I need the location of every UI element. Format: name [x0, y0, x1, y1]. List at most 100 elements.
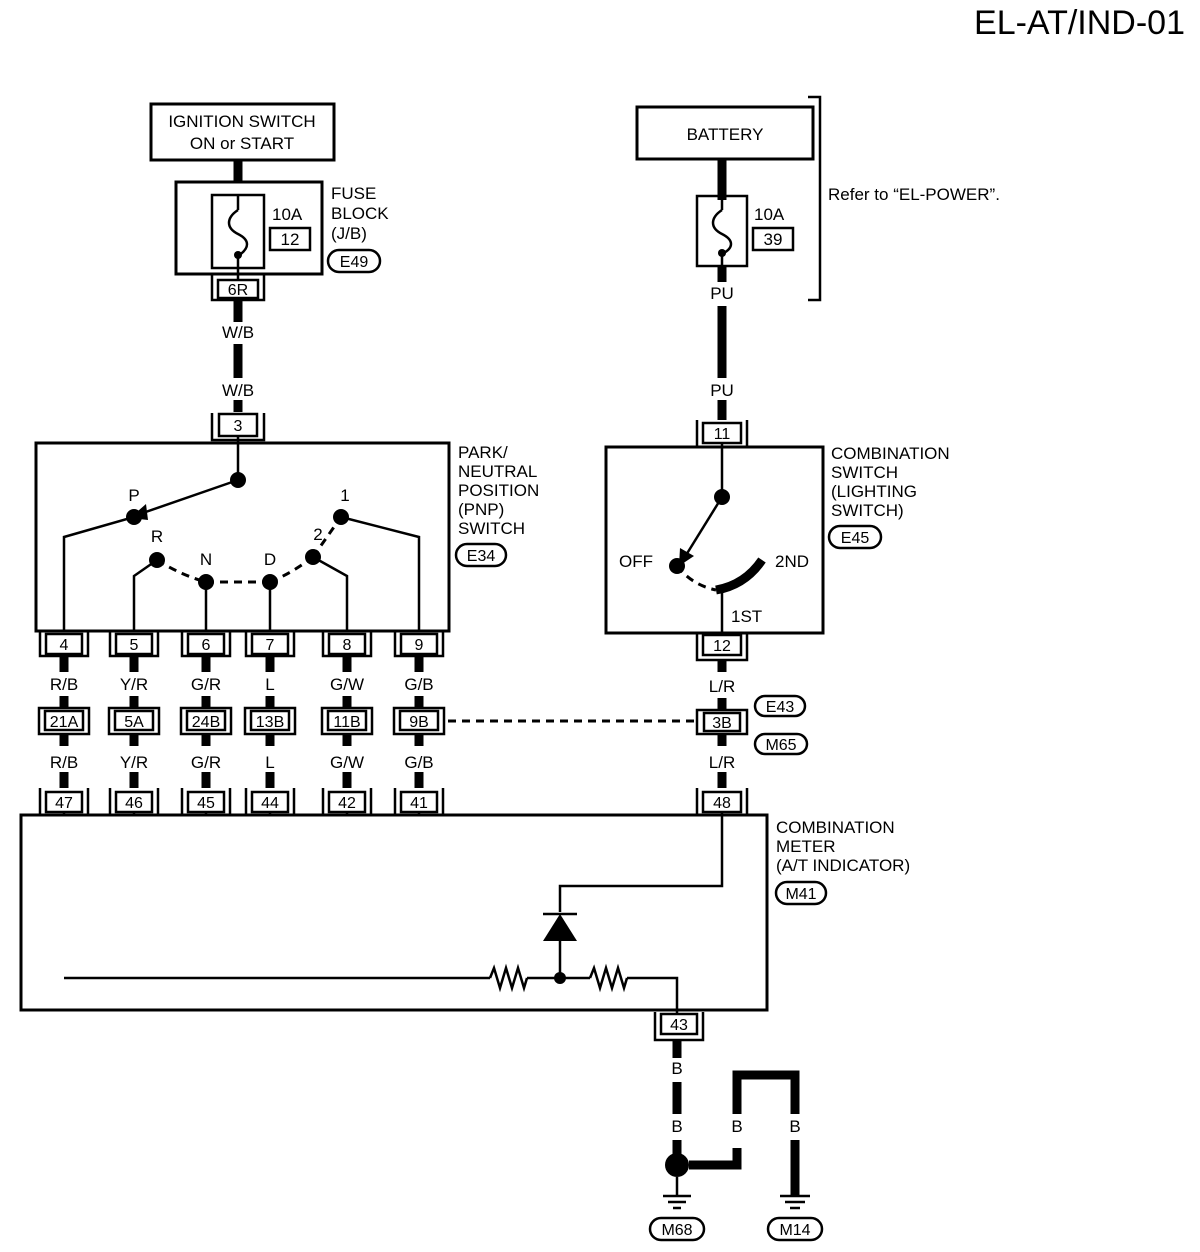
joint-3B: 3B E43 M65	[695, 694, 809, 756]
meter-pin-4: 42	[338, 795, 356, 812]
pnp-out-pin-box-2	[186, 632, 226, 656]
terminal-6R: 6R	[228, 282, 248, 299]
joint-pin-5: 9B	[409, 714, 429, 731]
wire-wb-lower: W/B	[222, 381, 254, 400]
joint-E43: E43	[766, 699, 795, 716]
meter-pin-1: 46	[125, 795, 143, 812]
joint-pin-box-0	[43, 709, 85, 732]
lighting-2nd: 2ND	[775, 552, 809, 571]
wire-color-lower-1: Y/R	[120, 753, 148, 772]
lighting-switch: OFF 2ND 1ST COMBINATION SWITCH (LIGHTING…	[604, 443, 950, 635]
pnp-out-pin-box-1	[114, 632, 154, 656]
pnp-title-5: SWITCH	[458, 519, 525, 538]
battery-fuse-number: 39	[764, 230, 783, 249]
wire-color-lower-3: L	[265, 753, 274, 772]
fuse-rating: 10A	[272, 205, 303, 224]
pnp-out-pin-2: 6	[202, 637, 211, 654]
combination-meter: COMBINATION METER (A/T INDICATOR) M41	[19, 812, 910, 1016]
battery-fuse: 10A 39	[695, 194, 795, 268]
wire-color-upper-4: G/W	[330, 675, 364, 694]
pnp-pos-R: R	[151, 527, 163, 546]
wire-b-4: B	[789, 1117, 800, 1136]
wire-color-upper-3: L	[265, 675, 274, 694]
wire-color-upper-0: R/B	[50, 675, 78, 694]
pnp-title-2: NEUTRAL	[458, 462, 537, 481]
ground-M14: M14	[766, 1194, 824, 1242]
joint-pin-box-2	[185, 709, 227, 732]
page-code: EL-AT/IND-01	[974, 4, 1185, 42]
wire-lr-upper: L/R	[709, 677, 735, 696]
meter-title-3: (A/T INDICATOR)	[776, 856, 910, 875]
wire-color-lower-2: G/R	[191, 753, 221, 772]
pnp-pos-P: P	[128, 486, 139, 505]
lighting-1st: 1ST	[731, 607, 762, 626]
lighting-in-connector: 11	[695, 420, 749, 449]
battery-fuse-rating: 10A	[754, 205, 785, 224]
lighting-title-2: SWITCH	[831, 463, 898, 482]
connector-6R: 6R	[210, 275, 266, 302]
pnp-title-1: PARK/	[458, 443, 508, 462]
pnp-out-pin-0: 4	[60, 637, 69, 654]
lighting-title-4: SWITCH)	[831, 501, 904, 520]
wire-b-2: B	[671, 1117, 682, 1136]
meter-pin-5: 41	[410, 795, 428, 812]
wire-pu-lower: PU	[710, 381, 734, 400]
fuse-block-connector: E49	[340, 254, 369, 271]
pnp-out-pin-5: 9	[415, 637, 424, 654]
meter-power-pin: 48	[713, 795, 731, 812]
meter-title-1: COMBINATION	[776, 818, 895, 837]
pnp-out-pin-1: 5	[130, 637, 139, 654]
lighting-title-3: (LIGHTING	[831, 482, 917, 501]
joint-pin-2: 24B	[192, 714, 220, 731]
wire-color-lower-4: G/W	[330, 753, 364, 772]
lighting-in-pin: 11	[714, 426, 731, 443]
joint-pin-box-5	[398, 709, 440, 732]
ground-M68-label: M68	[661, 1222, 692, 1239]
meter-pin-3: 44	[261, 795, 279, 812]
pnp-pos-D: D	[264, 550, 276, 569]
meter-title-2: METER	[776, 837, 836, 856]
refer-note: Refer to “EL-POWER”.	[828, 185, 1000, 204]
pnp-pos-N: N	[200, 550, 212, 569]
joint-pin-box-4	[326, 709, 368, 732]
joint-pin-0: 21A	[50, 714, 79, 731]
wire-pu-upper: PU	[710, 284, 734, 303]
wire-color-upper-1: Y/R	[120, 675, 148, 694]
wire-lr-lower: L/R	[709, 753, 735, 772]
meter-pin-2: 45	[197, 795, 215, 812]
pnp-input-pin: 3	[234, 418, 243, 435]
ignition-switch-label-2: ON or START	[190, 134, 294, 153]
meter-pin-0: 47	[55, 795, 73, 812]
meter-ground-pin: 43	[670, 1017, 688, 1034]
meter-connector: M41	[785, 886, 816, 903]
joint-pin-4: 11B	[333, 714, 360, 731]
lighting-title-1: COMBINATION	[831, 444, 950, 463]
fuse-block-label-1: FUSE	[331, 184, 376, 203]
pnp-out-pin-3: 7	[266, 637, 275, 654]
wire-color-upper-5: G/B	[404, 675, 433, 694]
wire-wb-upper: W/B	[222, 323, 254, 342]
fuse-block: 10A 12 FUSE BLOCK (J/B) E49	[174, 180, 389, 276]
joint-pin-3: 13B	[256, 714, 284, 731]
pnp-title-3: POSITION	[458, 481, 539, 500]
fuse-number: 12	[281, 230, 300, 249]
pnp-out-pin-4: 8	[343, 637, 352, 654]
fuse-block-label-2: BLOCK	[331, 204, 389, 223]
pnp-pos-1: 1	[340, 486, 349, 505]
wire-b-3: B	[731, 1117, 742, 1136]
wire-color-upper-2: G/R	[191, 675, 221, 694]
pnp-title-4: (PNP)	[458, 500, 504, 519]
pnp-switch: P R N D 2 1 PARK/ NEUTRAL POSITION (PNP)…	[34, 436, 539, 633]
lighting-out-connector: 12	[695, 633, 749, 662]
battery-label: BATTERY	[687, 125, 764, 144]
joint-pin-1: 5A	[124, 714, 144, 731]
meter-ground-connector: 43	[653, 1012, 705, 1042]
wire-b-1: B	[671, 1059, 682, 1078]
joint-3B-label: 3B	[712, 715, 732, 732]
pnp-pos-2: 2	[313, 525, 322, 544]
ignition-switch: IGNITION SWITCH ON or START	[149, 102, 336, 162]
ground-M14-label: M14	[779, 1222, 810, 1239]
pnp-out-pin-box-3	[250, 632, 290, 656]
lighting-off: OFF	[619, 552, 653, 571]
